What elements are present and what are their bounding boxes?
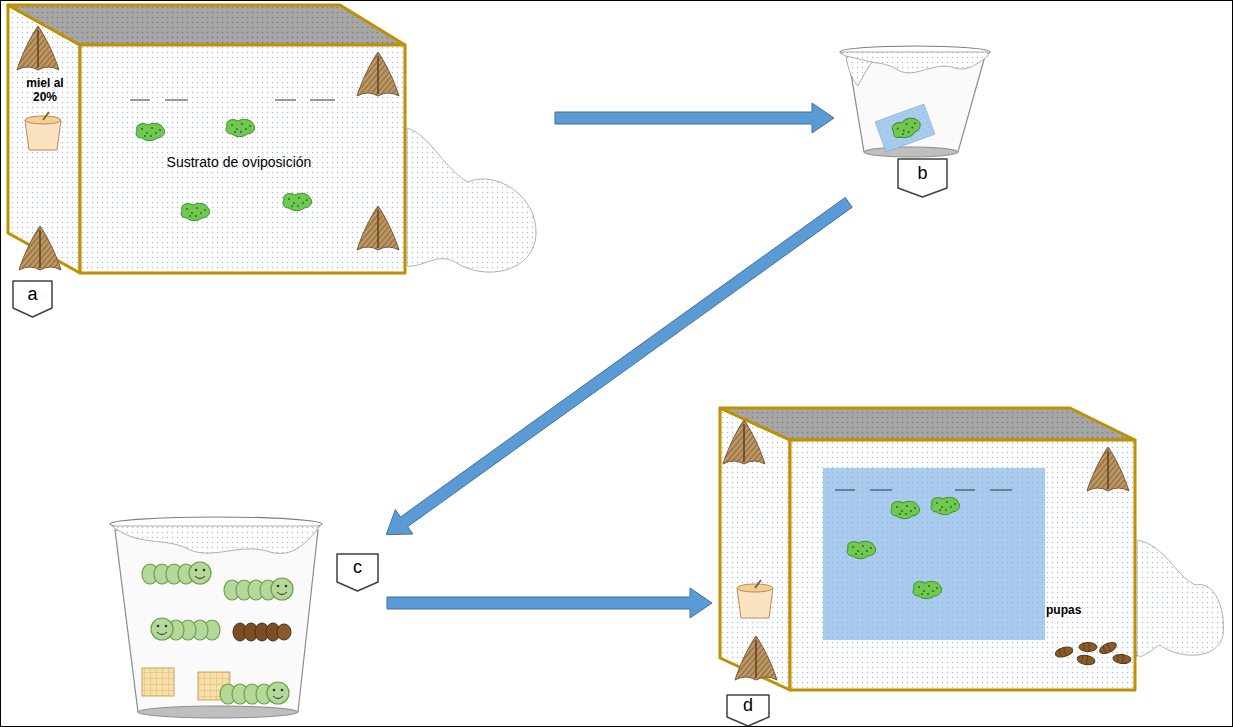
moth — [723, 420, 765, 464]
stage-tag: c — [336, 553, 379, 592]
text-holder: a — [12, 280, 53, 304]
mesh-sleeve — [1137, 540, 1223, 656]
tag-shape — [727, 695, 769, 726]
cage-d-details — [723, 420, 1223, 680]
stage-tag: b — [897, 158, 948, 198]
text-holder: d — [726, 694, 770, 716]
moth — [19, 226, 61, 270]
mesh-sleeve — [407, 128, 536, 272]
egg-mass — [891, 501, 920, 518]
dish-label: pupas — [1046, 604, 1081, 618]
larva — [220, 682, 289, 704]
label-holder: miel al 20% — [14, 76, 76, 105]
stage-letter: a — [27, 284, 37, 305]
cup-c-details — [112, 526, 320, 704]
cup-base — [864, 147, 958, 157]
tag-shape — [13, 281, 52, 317]
honey-cup — [25, 112, 61, 150]
substrate-label: Sustrato de oviposición — [167, 154, 312, 170]
stage-tag: a — [12, 280, 53, 318]
pupa — [1079, 643, 1097, 652]
mesh-cloth — [846, 56, 872, 86]
cage-face — [790, 440, 1135, 690]
egg-mass — [847, 541, 876, 558]
cage-face — [8, 5, 405, 45]
text-holder: b — [897, 158, 948, 183]
stage-letter: c — [353, 557, 362, 578]
egg-mass — [931, 497, 960, 514]
cup-b-details — [842, 52, 988, 152]
cup-base — [138, 706, 298, 718]
clip-marks — [835, 489, 1012, 490]
clip-marks — [130, 99, 335, 100]
flow-arrow — [386, 197, 852, 534]
tag-shape — [337, 554, 378, 591]
pupa — [1113, 654, 1132, 665]
text-holder: c — [336, 553, 379, 578]
moth — [735, 636, 777, 680]
flow-arrow — [555, 103, 834, 133]
mesh-cloth — [112, 526, 320, 553]
cage-face — [80, 45, 405, 273]
tag-shape — [898, 159, 947, 197]
larva — [151, 618, 220, 640]
brown-larva — [233, 623, 291, 641]
pupa — [1098, 640, 1118, 656]
pupa — [1054, 645, 1074, 658]
egg-mass — [913, 581, 942, 598]
larva — [224, 578, 293, 600]
oviposition-sheet — [823, 468, 1045, 640]
flow-arrow — [387, 588, 712, 618]
cage-face — [8, 5, 80, 273]
egg-paper — [875, 104, 935, 152]
note-label: miel al 20% — [14, 76, 76, 105]
moth — [17, 26, 59, 70]
pupa — [1076, 654, 1095, 666]
egg-mass — [226, 119, 255, 136]
rearing-cage: Sustrato de oviposición a — [6, 3, 551, 321]
diet-cube — [142, 668, 174, 696]
moth — [357, 206, 399, 250]
egg-mass — [283, 193, 312, 210]
cage-face — [720, 408, 1135, 440]
stage-letter: d — [743, 695, 753, 716]
stage-tag: d — [726, 694, 770, 727]
egg-mass — [181, 203, 210, 220]
cage-a-details — [17, 26, 536, 272]
moth — [357, 52, 399, 96]
stage-letter: b — [917, 163, 927, 184]
honey-cup — [737, 580, 773, 618]
cup-body — [115, 530, 318, 712]
larva — [142, 562, 211, 584]
moth — [1087, 447, 1129, 491]
egg-mass — [136, 123, 165, 140]
cage-face — [720, 408, 790, 690]
